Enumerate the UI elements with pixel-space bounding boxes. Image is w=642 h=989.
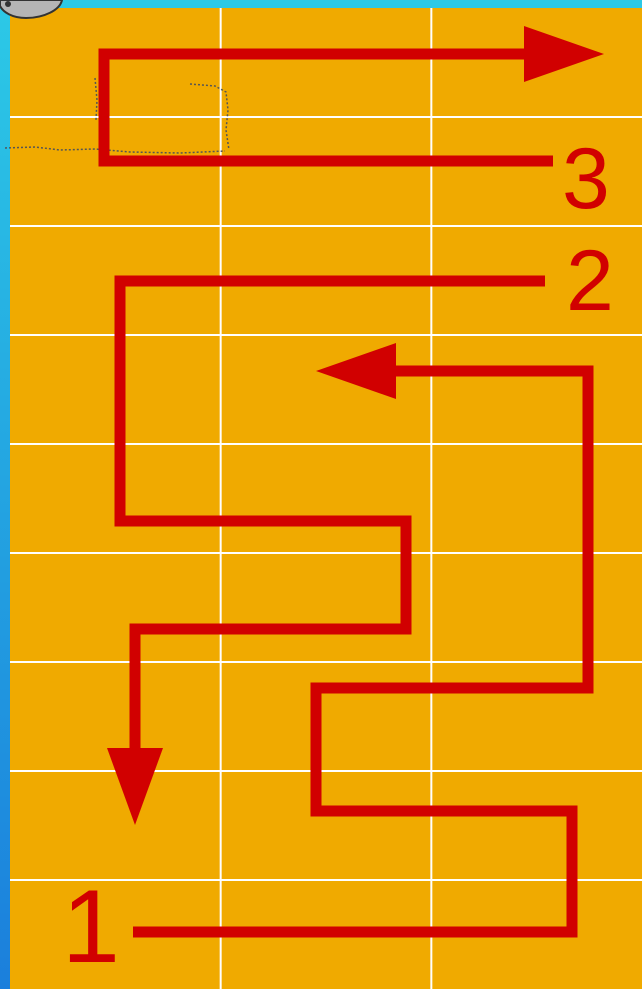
- route-3-label: 3: [562, 131, 610, 227]
- route-2-label: 2: [566, 233, 614, 329]
- route-1-label: 1: [62, 869, 120, 985]
